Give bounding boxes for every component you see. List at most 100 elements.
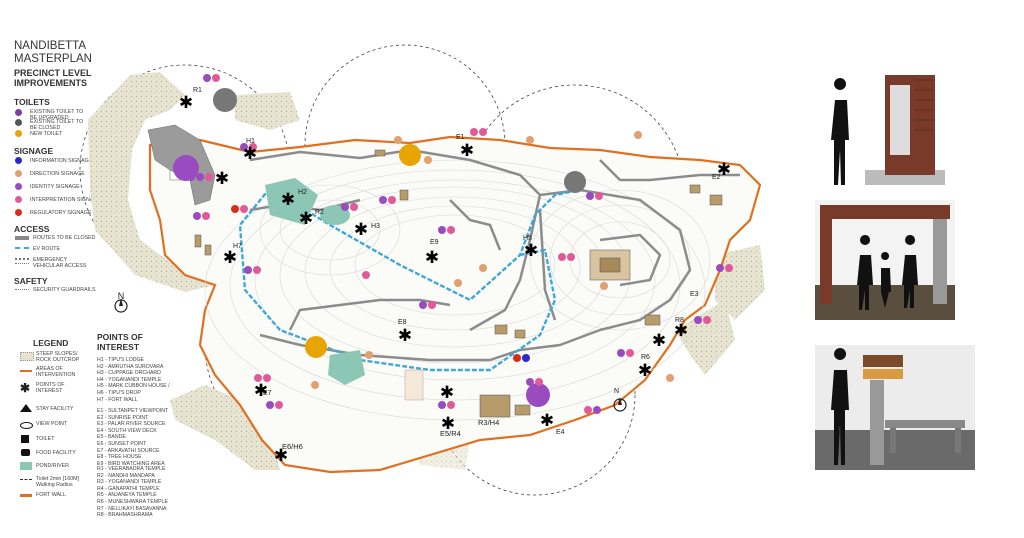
access-heading: ACCESS (14, 224, 50, 234)
sign-dot (470, 128, 478, 136)
poi-asterisk-icon: ✱ (440, 383, 454, 403)
poi-asterisk-icon: ✱ (215, 169, 229, 189)
sign-dot (240, 205, 248, 213)
sign-dot (694, 316, 702, 324)
sign-dot (254, 374, 262, 382)
poi-asterisk-icon: ✱ (717, 160, 731, 180)
map-label-e2: E2 (712, 174, 721, 181)
poi-asterisk-icon: ✱ (652, 331, 666, 351)
map-label-e1: E1 (456, 134, 465, 141)
signage-heading: SIGNAGE (14, 146, 54, 156)
sign-dot (202, 212, 210, 220)
sign-dot (567, 253, 575, 261)
sign-dot (595, 192, 603, 200)
sign-dot (394, 136, 402, 144)
map-label-h1: H1 (246, 138, 255, 145)
legend-intervention-label: AREAS OF INTERVENTION (36, 366, 76, 378)
sign-interp-swatch (15, 196, 22, 203)
sign-dot (193, 212, 201, 220)
sign-dot (447, 226, 455, 234)
poi-asterisk-icon: ✱ (354, 220, 368, 240)
sign-dot (311, 381, 319, 389)
map-label-e8: E8 (398, 319, 407, 326)
intervention-swatch (20, 370, 32, 372)
toilet-closed-1 (213, 88, 237, 112)
poi-heading: POINTS OF INTEREST (97, 332, 143, 352)
poi-asterisk-icon: ✱ (460, 141, 474, 161)
toilet-new-swatch (15, 130, 22, 137)
map-label-e5r4: E5/R4 (440, 429, 461, 438)
map-label-h3: H3 (371, 223, 380, 230)
pond-3 (328, 350, 365, 385)
sign-identity-swatch (15, 183, 22, 190)
poi-asterisk-icon: ✱ (674, 321, 688, 341)
map-label-r8: R8 (675, 317, 684, 324)
map-label-e9: E9 (430, 239, 439, 246)
legend-steep-label: STEEP SLOPES/ ROCK OUTCROP (36, 351, 80, 363)
poi-asterisk-icon: ✱ (299, 209, 313, 229)
poi-asterisk-icon: ✱ (179, 93, 193, 113)
sign-dot (419, 301, 427, 309)
sign-dot (438, 401, 446, 409)
sign-dot (438, 226, 446, 234)
sign-dot (526, 136, 534, 144)
route-closed-label: ROUTES TO BE CLOSED (33, 235, 96, 241)
sign-dot (266, 401, 274, 409)
fort-wall-swatch (20, 494, 32, 497)
sign-dot (203, 74, 211, 82)
ev-route-label: EV ROUTE (33, 246, 61, 252)
legend-view-label: VIEW POINT (36, 421, 68, 427)
poi-asterisk-icon: ✱ (243, 144, 257, 164)
sign-dot (244, 266, 252, 274)
toilet-closed-2 (564, 171, 586, 193)
map-labels: R1H1E1E2H2R2H3E9H5H7E3R8E8R6E7R3/H4E5/R4… (193, 87, 721, 451)
sign-dot (617, 349, 625, 357)
legend-food-label: FOOD FACILITY (36, 450, 76, 456)
ev-route-swatch (15, 247, 29, 252)
poi-asterisk-icon: ✱ (441, 414, 455, 434)
poi-asterisk-icon: ✱ (425, 248, 439, 268)
toilet-new-1 (399, 144, 421, 166)
pond-swatch (20, 462, 32, 470)
steep-slope-swatch (20, 352, 34, 361)
sign-dot (522, 354, 530, 362)
emergency-label: EMERGENCY VEHICULAR ACCESS (33, 257, 87, 269)
poi-h-list: H1 - TIPU'S LODGE H2 - AMRUTHA SUROVARA … (97, 357, 170, 403)
view-point-icon (20, 422, 33, 429)
sign-dot (388, 196, 396, 204)
poi-asterisk-icon: ✱ (274, 446, 288, 466)
toilet-upgrade-label: EXISTING TOILET TO BE UPGRADED (30, 109, 84, 121)
emergency-swatch (15, 258, 29, 264)
legend-poi-label: POINTS OF INTEREST (36, 382, 65, 394)
sign-dot (535, 378, 543, 386)
toilet-upgrade-1 (173, 155, 199, 181)
toilets-heading: TOILETS (14, 97, 50, 107)
sign-dot (263, 374, 271, 382)
sign-dot (600, 282, 608, 290)
poi-asterisk-icon: ✱ (223, 248, 237, 268)
poi-asterisk-icon: ✱ (524, 241, 538, 261)
map-label-e7: E7 (263, 390, 272, 397)
toilet-upgrade-2 (526, 383, 550, 407)
toilet-closed-swatch (15, 119, 22, 126)
sign-dot (447, 401, 455, 409)
sign-dot (626, 349, 634, 357)
sign-dot (513, 354, 521, 362)
sign-dot (584, 406, 592, 414)
sign-dot (454, 279, 462, 287)
map-label-r1: R1 (193, 87, 202, 94)
sign-dot (196, 173, 204, 181)
sign-dot (341, 203, 349, 211)
ev-route (238, 186, 581, 372)
sign-direction-label: DIRECTION SIGNAGE (30, 171, 85, 177)
sign-dot (212, 74, 220, 82)
sign-dot (231, 205, 239, 213)
safety-heading: SAFETY (14, 276, 48, 286)
sign-info-swatch (15, 157, 22, 164)
direction-signage-render (815, 345, 975, 470)
sign-regulatory-label: REGULATORY SIGNAGE (30, 210, 92, 216)
sign-regulatory-swatch (15, 209, 22, 216)
toilet-upgrade-swatch (15, 109, 22, 116)
